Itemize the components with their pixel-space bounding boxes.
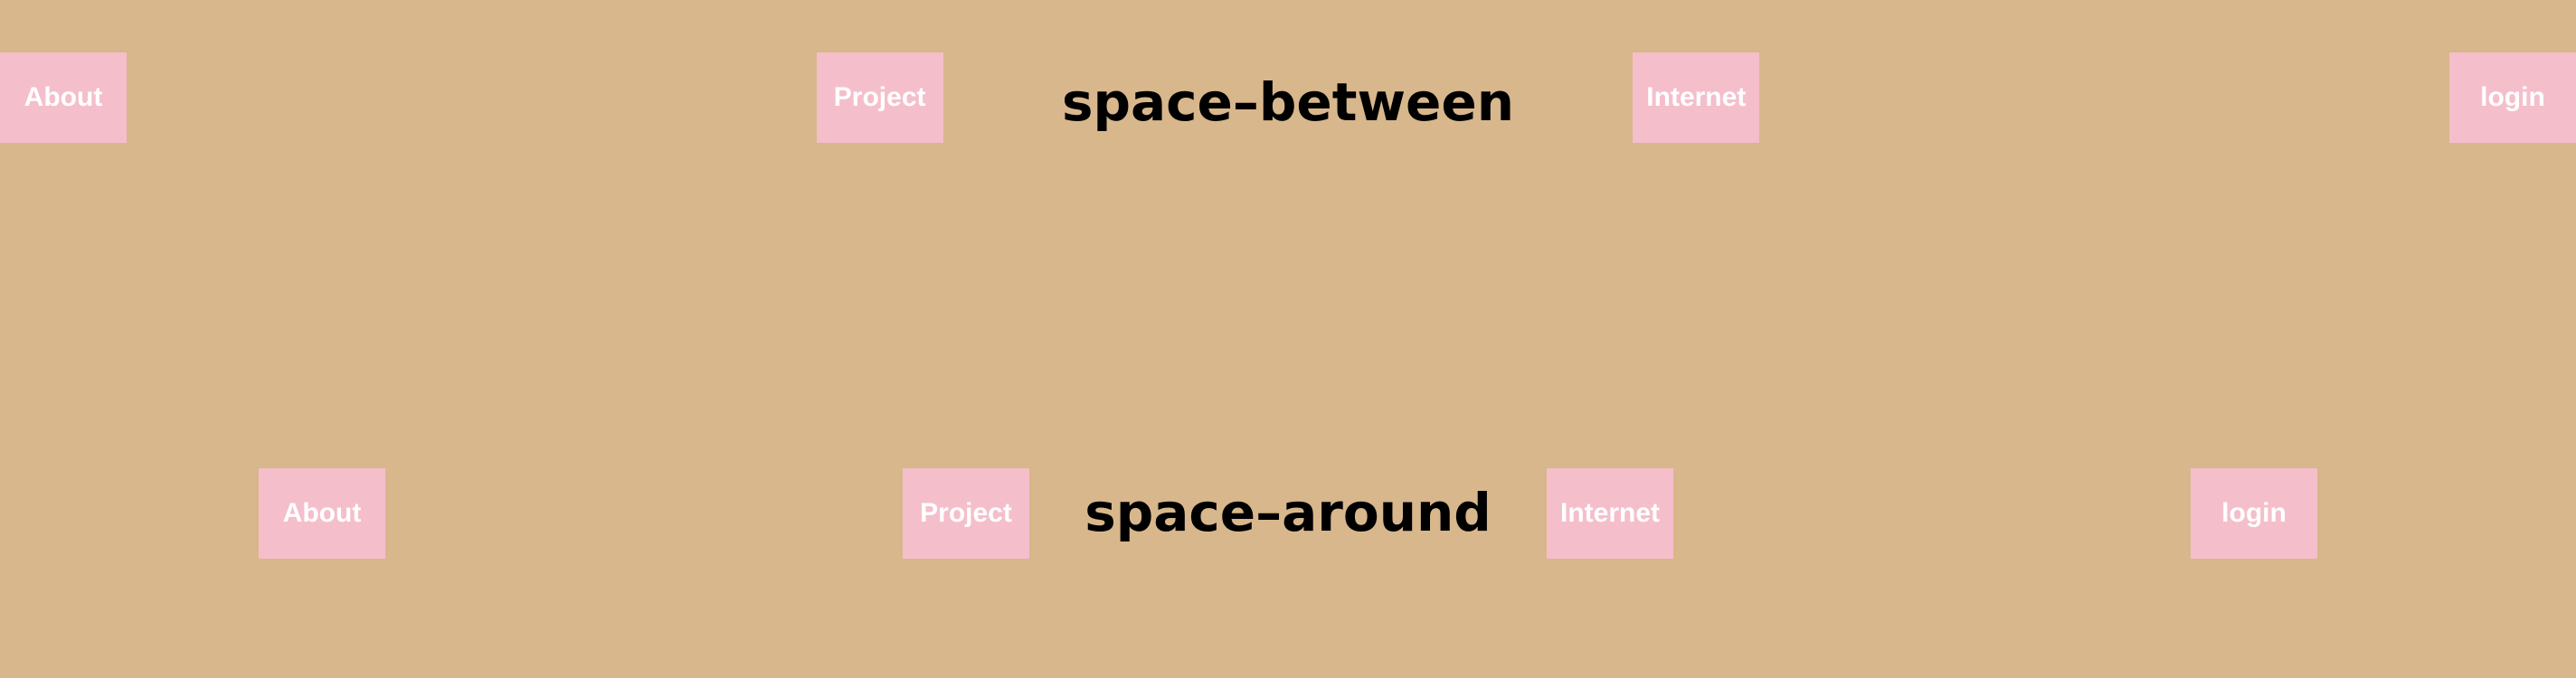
- nav-item-internet[interactable]: Internet: [1633, 52, 1760, 143]
- nav-item-about[interactable]: About: [0, 52, 127, 143]
- nav-item-login[interactable]: login: [2448, 52, 2576, 143]
- nav-item-project[interactable]: Project: [816, 52, 943, 143]
- space-around-nav: About Project Internet login: [0, 468, 2576, 559]
- nav-item-about[interactable]: About: [259, 468, 385, 559]
- nav-item-internet[interactable]: Internet: [1547, 468, 1673, 559]
- space-between-nav: About Project Internet login: [0, 52, 2576, 143]
- nav-item-login[interactable]: login: [2191, 468, 2317, 559]
- nav-item-project[interactable]: Project: [903, 468, 1029, 559]
